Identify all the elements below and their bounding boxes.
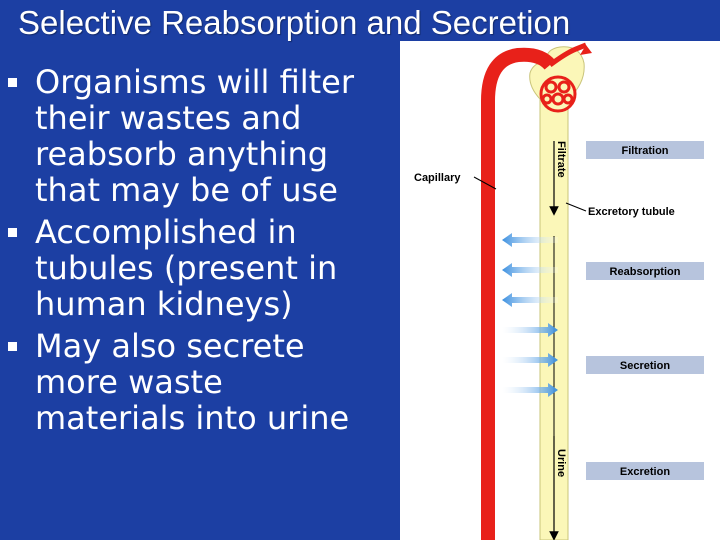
bullet-item: Accomplished in tubules (present in huma… bbox=[8, 214, 408, 322]
bullet-line: more waste bbox=[35, 363, 223, 401]
stage-filtration-label: Filtration bbox=[621, 145, 668, 157]
secretion-arrow-icon bbox=[502, 353, 558, 367]
slide-title: Selective Reabsorption and Secretion bbox=[18, 4, 571, 41]
bullet-square-icon bbox=[8, 78, 17, 87]
bullet-line: their wastes and bbox=[35, 99, 302, 137]
stage-reabsorption-label: Reabsorption bbox=[610, 266, 681, 278]
filtrate-label: Filtrate bbox=[555, 141, 567, 178]
stage-reabsorption-box bbox=[586, 262, 704, 280]
nephron-diagram: Filtrate Urine Capillary Excretory tubul… bbox=[400, 41, 720, 540]
capillary-shape bbox=[481, 42, 592, 540]
reabsorption-arrow-icon bbox=[502, 293, 558, 307]
reabsorption-arrows bbox=[502, 233, 558, 307]
bullet-line: materials into urine bbox=[35, 399, 350, 437]
tubule-leader-line bbox=[565, 202, 587, 212]
bullet-list: Organisms will filter their wastes and r… bbox=[8, 64, 408, 436]
excretory-tubule-shape bbox=[529, 46, 585, 540]
nephron-svg: Filtrate Urine Capillary Excretory tubul… bbox=[414, 42, 704, 540]
reabsorption-arrow-icon bbox=[502, 233, 558, 247]
bullet-line: tubules (present in bbox=[35, 249, 338, 287]
bullet-item: May also secrete more waste materials in… bbox=[8, 328, 408, 436]
bullet-line: Organisms will filter bbox=[35, 63, 355, 101]
reabsorption-arrow-icon bbox=[502, 263, 558, 277]
bullet-line: reabsorb anything bbox=[35, 135, 329, 173]
secretion-arrow-icon bbox=[502, 383, 558, 397]
bullet-line: Accomplished in bbox=[35, 213, 297, 251]
secretion-arrows bbox=[502, 323, 558, 397]
bullet-square-icon bbox=[8, 342, 17, 351]
stage-excretion-label: Excretion bbox=[620, 466, 670, 478]
capillary-label: Capillary bbox=[414, 172, 461, 184]
bullet-line: May also secrete bbox=[35, 327, 305, 365]
stage-excretion-box bbox=[586, 462, 704, 480]
excretory-tubule-label: Excretory tubule bbox=[588, 206, 675, 218]
bullet-line: that may be of use bbox=[35, 171, 338, 209]
stage-secretion-box bbox=[586, 356, 704, 374]
bullet-line: human kidneys) bbox=[35, 285, 293, 323]
urine-label: Urine bbox=[555, 449, 567, 477]
bullet-item: Organisms will filter their wastes and r… bbox=[8, 64, 408, 208]
bullet-square-icon bbox=[8, 228, 17, 237]
secretion-arrow-icon bbox=[502, 323, 558, 337]
stage-filtration-box bbox=[586, 141, 704, 159]
stage-secretion-label: Secretion bbox=[620, 360, 670, 372]
capillary-leader-line bbox=[473, 176, 497, 190]
